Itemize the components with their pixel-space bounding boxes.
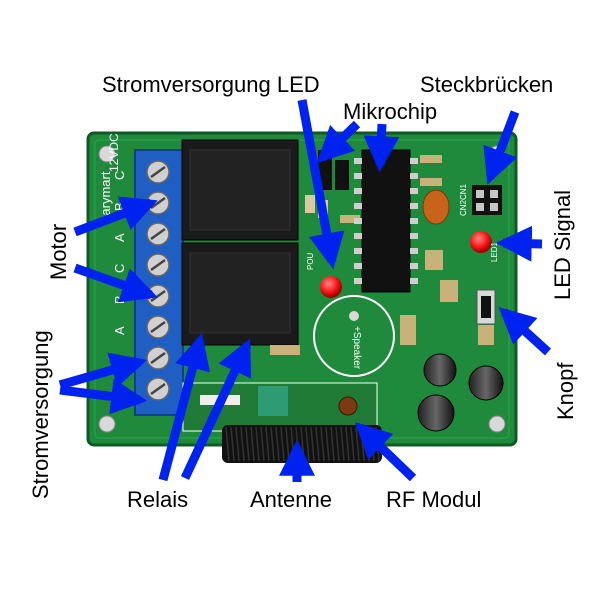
brand-marking: Carymart [98,171,113,225]
microchip [354,149,418,293]
coil-winding [315,426,320,462]
label-rf-module: RF Modul [386,487,482,512]
chip-pin [354,173,362,179]
pou-marking: POU [306,252,315,270]
power-led [320,276,342,298]
arrow-motor-2 [73,263,158,303]
coil-winding [245,426,250,462]
chip-pin [354,218,362,224]
capacitor-3 [417,394,455,432]
chip-pin [410,218,418,224]
label-motor: Motor [46,223,71,280]
coil-winding [340,426,345,462]
speaker-marking: +Speaker [351,326,362,370]
coil-winding [225,426,230,462]
chip-pin [410,278,418,284]
arrow-motor-1 [73,196,158,237]
screw-slot [150,258,166,272]
chip-pin [354,233,362,239]
terminal-letter: C [112,264,127,273]
chip-pin [354,278,362,284]
coil-winding [255,426,260,462]
label-led-signal: LED Signal [550,189,575,300]
coil-winding [250,426,255,462]
relay-lower [181,242,299,346]
terminal-letter: A [112,233,127,242]
terminal-letter: A [112,326,127,335]
mounting-hole [488,415,506,433]
coil-winding [260,426,265,462]
arrow-led-signal [495,225,543,262]
coil-winding [265,426,270,462]
screw-slot [150,165,166,179]
arrow-power-1 [58,352,147,390]
arrow-relay-2 [180,338,252,480]
arrow-power-led [297,99,345,270]
coil-winding [330,426,335,462]
coil-winding [240,426,245,462]
chip-pin [354,248,362,254]
chip-pin [410,233,418,239]
chip-pin [354,203,362,209]
jumpers [472,185,502,215]
label-relay: Relais [127,487,189,512]
terminal-letter: C [112,171,127,180]
arrow-microchip-1 [316,120,361,164]
coil-winding [270,426,275,462]
capacitor-2 [468,365,504,401]
arrow-relay-1 [158,333,211,482]
arrow-button [498,307,552,356]
ceramic-capacitor [422,189,450,225]
label-power-supply: Stromversorgung [28,330,53,499]
label-microchip: Mikrochip [343,99,438,124]
relay-upper [181,139,299,241]
signal-led [470,231,492,253]
speaker-outline [313,295,395,377]
label-antenna: Antenne [250,487,332,512]
terminal-block [134,149,184,416]
label-power-led: Stromversorgung LED [102,72,320,97]
arrow-power-2 [59,378,148,415]
coil-winding [345,426,350,462]
mounting-hole [98,415,116,433]
annotation-arrows [58,99,552,482]
speaker-pad [349,311,359,321]
arrow-rf-module [354,422,417,482]
voltage-marking: 12VDC [107,133,121,172]
coil-winding [320,426,325,462]
terminal-letter: B [112,295,127,304]
chip-pin [410,203,418,209]
screw-slot [150,320,166,334]
label-button: Knopf [553,362,578,421]
chip-pin [354,188,362,194]
chip-pin [354,158,362,164]
push-button [476,289,496,325]
coil-winding [350,426,355,462]
coil-winding [235,426,240,462]
arrow-microchip-2 [363,123,400,173]
screw-slot [150,382,166,396]
coil-winding [275,426,280,462]
chip-pin [410,263,418,269]
capacitor-1 [423,353,457,387]
coil-winding [335,426,340,462]
screw-slot [150,227,166,241]
cn-marking: CN2CN1 [459,183,468,216]
label-jumpers: Steckbrücken [420,72,554,97]
coil-winding [230,426,235,462]
chip-pin [410,188,418,194]
screw-slot [150,351,166,365]
mounting-hole [98,145,116,163]
chip-pin [410,248,418,254]
chip-pin [410,158,418,164]
chip-pin [354,263,362,269]
coil-winding [325,426,330,462]
led1-marking: LED1 [490,241,499,262]
chip-pin [410,173,418,179]
arrow-jumpers [483,110,520,185]
